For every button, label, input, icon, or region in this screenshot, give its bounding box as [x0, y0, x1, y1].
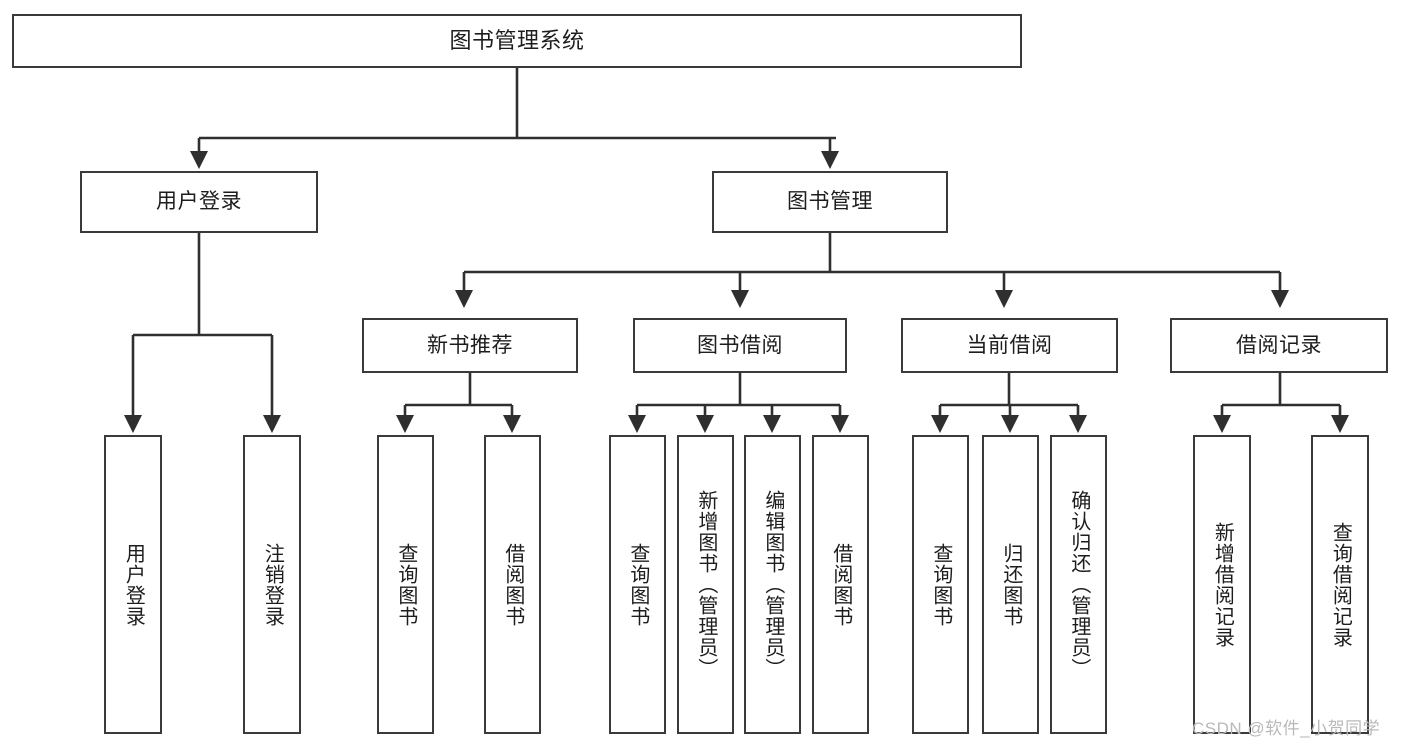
leaf-borrow-book-recommend[interactable]: 借阅图书	[484, 435, 541, 734]
node-label: 用户登录	[122, 542, 145, 627]
node-label: 新增借阅记录	[1211, 521, 1234, 648]
node-label: 查询图书	[394, 542, 417, 627]
node-label: 借阅图书	[501, 542, 524, 627]
node-label: 查询图书	[626, 542, 649, 627]
leaf-confirm-return-admin[interactable]: 确认归还（管理员）	[1050, 435, 1107, 734]
node-label: 图书管理	[787, 190, 873, 214]
leaf-edit-book-admin[interactable]: 编辑图书（管理员）	[744, 435, 801, 734]
node-label: 新书推荐	[427, 333, 513, 357]
leaf-add-book-admin[interactable]: 新增图书（管理员）	[677, 435, 734, 734]
node-book-borrowing[interactable]: 图书借阅	[633, 318, 847, 373]
node-label: 注销登录	[261, 542, 284, 627]
leaf-query-borrow-record[interactable]: 查询借阅记录	[1311, 435, 1369, 734]
node-current-borrowing[interactable]: 当前借阅	[901, 318, 1118, 373]
node-label: 查询借阅记录	[1329, 521, 1352, 648]
leaf-logout[interactable]: 注销登录	[243, 435, 301, 734]
leaf-query-book-current[interactable]: 查询图书	[912, 435, 969, 734]
leaf-user-login[interactable]: 用户登录	[104, 435, 162, 734]
leaf-borrow-book[interactable]: 借阅图书	[812, 435, 869, 734]
node-label: 图书借阅	[697, 333, 783, 357]
leaf-query-book-recommend[interactable]: 查询图书	[377, 435, 434, 734]
node-label: 当前借阅	[966, 333, 1053, 357]
leaf-query-book-borrow[interactable]: 查询图书	[609, 435, 666, 734]
node-label: 借阅图书	[829, 542, 852, 627]
node-label: 确认归还（管理员）	[1067, 490, 1090, 679]
node-label: 新增图书（管理员）	[694, 490, 717, 679]
leaf-return-book[interactable]: 归还图书	[982, 435, 1039, 734]
node-borrowing-record[interactable]: 借阅记录	[1170, 318, 1388, 373]
node-label: 查询图书	[929, 542, 952, 627]
node-user-login[interactable]: 用户登录	[80, 171, 318, 233]
node-label: 编辑图书（管理员）	[761, 490, 784, 679]
node-label: 借阅记录	[1236, 333, 1322, 357]
node-label: 图书管理系统	[449, 27, 585, 53]
node-label: 归还图书	[999, 542, 1022, 627]
leaf-add-borrow-record[interactable]: 新增借阅记录	[1193, 435, 1251, 734]
node-new-book-recommendation[interactable]: 新书推荐	[362, 318, 578, 373]
node-label: 用户登录	[156, 190, 242, 214]
csdn-watermark: CSDN @软件_小贺同学	[1192, 719, 1381, 738]
node-root-book-management-system[interactable]: 图书管理系统	[12, 14, 1022, 68]
node-book-management[interactable]: 图书管理	[712, 171, 948, 233]
